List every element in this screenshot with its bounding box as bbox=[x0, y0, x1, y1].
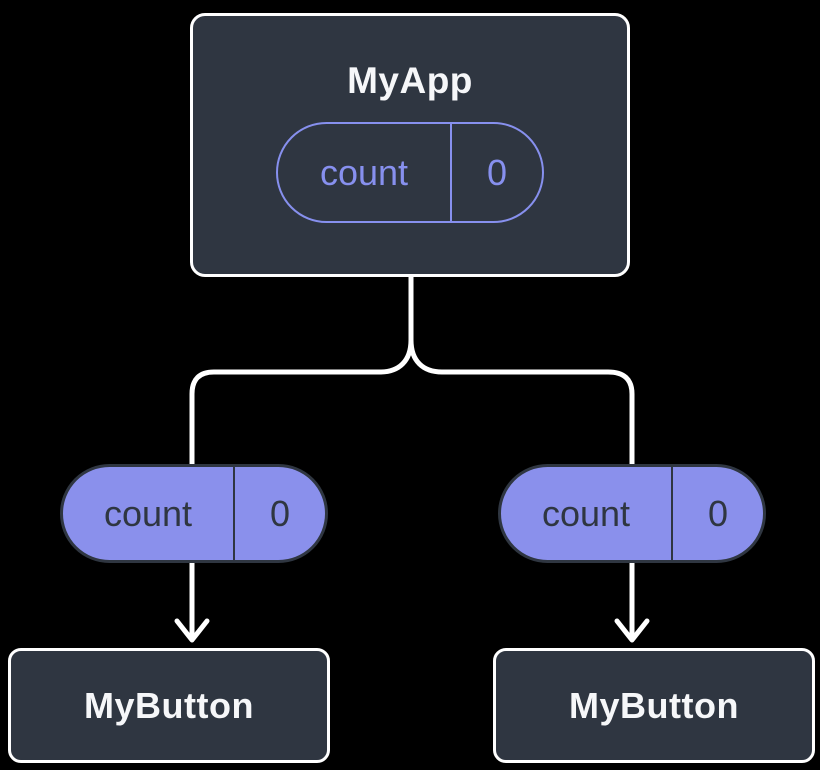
right-arrow-down-icon bbox=[614, 618, 650, 643]
left-arrow-down-icon bbox=[174, 618, 210, 643]
node-title: MyApp bbox=[347, 60, 473, 101]
right-prop-pill: count 0 bbox=[498, 464, 766, 563]
state-pill: count 0 bbox=[276, 122, 544, 223]
right-child-node-mybutton: MyButton bbox=[493, 648, 815, 763]
left-child-node-mybutton: MyButton bbox=[8, 648, 330, 763]
pill-value: 0 bbox=[486, 151, 508, 193]
pill-value: 0 bbox=[269, 492, 291, 534]
root-node-myapp: MyApp count 0 bbox=[190, 13, 630, 277]
left-prop-pill: count 0 bbox=[60, 464, 328, 563]
node-title: MyButton bbox=[84, 684, 254, 726]
pill-divider bbox=[233, 467, 235, 560]
pill-value: 0 bbox=[707, 492, 729, 534]
pill-divider bbox=[671, 467, 673, 560]
pill-label: count bbox=[541, 492, 631, 534]
pill-divider bbox=[450, 124, 452, 221]
left-branch-connector bbox=[189, 337, 414, 639]
pill-label: count bbox=[319, 151, 409, 193]
right-branch-connector bbox=[408, 337, 635, 639]
node-title: MyButton bbox=[569, 684, 739, 726]
pill-label: count bbox=[103, 492, 193, 534]
